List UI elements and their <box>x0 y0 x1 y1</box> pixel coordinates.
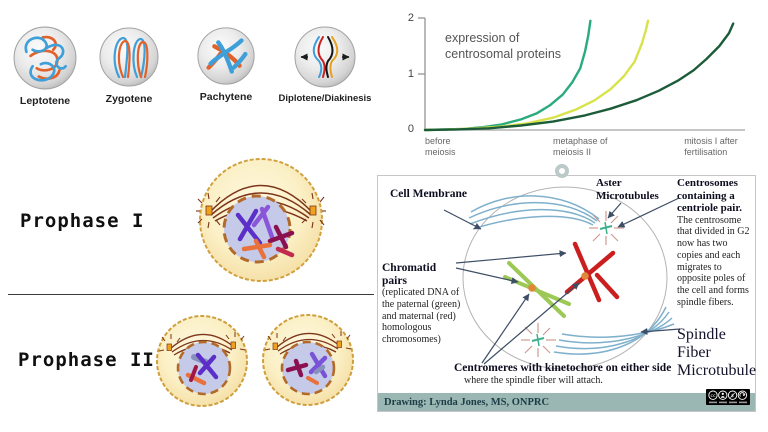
x-tick-labels: before meiosis metaphase of meiosis II m… <box>384 136 768 161</box>
svg-text:cc: cc <box>710 394 716 399</box>
chart-plot <box>418 17 745 132</box>
prophase-2-label: Prophase II <box>18 349 155 371</box>
stage-label: Pachytene <box>199 91 253 103</box>
svg-text:$: $ <box>731 393 734 399</box>
centrosomes-label: Centrosomes containing a centriole pair.… <box>677 177 750 309</box>
centrosome-icon <box>301 192 326 229</box>
spindle-fiber-arrow <box>640 328 681 335</box>
centrosome-icon <box>225 332 246 351</box>
centrosome-icon <box>196 192 221 229</box>
maternal-chromatid-pair <box>564 241 620 303</box>
x-tick-label: mitosis I after fertilisation <box>684 136 738 157</box>
chromatid-arrow-green <box>455 267 519 284</box>
spindle-microtubules-upper <box>468 195 600 230</box>
stage-zygotene: Zygotene <box>95 25 163 105</box>
cc-license-badge: cc $ <box>706 389 750 405</box>
stage-diplotene: Diplotene/Diakinesis <box>272 25 378 104</box>
centrosome-arrow <box>617 197 680 228</box>
nucleus <box>224 196 290 262</box>
nuclear-envelope <box>176 340 232 396</box>
centrosome-icon <box>158 334 181 352</box>
prophase-2-cell-left <box>156 315 248 407</box>
nuclear-envelope <box>280 340 336 396</box>
credit-text: Drawing: Lynda Jones, MS, ONPRC <box>384 396 550 408</box>
cc-icon <box>708 390 718 400</box>
nucleus <box>282 342 334 394</box>
annotation-arrows <box>443 197 681 365</box>
sa-icon <box>737 390 748 400</box>
prophase-2-cell-right <box>262 314 354 406</box>
centromere <box>581 272 589 280</box>
stage-label: Zygotene <box>105 93 153 105</box>
cell-membrane-label: Cell Membrane <box>390 188 467 200</box>
pachytene-sphere-icon <box>197 27 255 85</box>
centromere-arrow-green <box>481 293 530 364</box>
x-tick-label: metaphase of meiosis II <box>553 136 608 157</box>
y-tick-0: 0 <box>407 123 414 135</box>
diplotene-sphere-icon <box>294 26 356 88</box>
centrosome-aster-icon <box>589 211 624 245</box>
chromosomes <box>285 351 328 385</box>
section-divider <box>8 294 374 295</box>
chromatid-arrow-red <box>455 250 567 264</box>
spindle-microtubules-lower <box>553 306 675 355</box>
aster-microtubules-label: Aster Microtubules <box>596 177 659 202</box>
y-tick-2: 2 <box>407 12 414 24</box>
diagram-canvas <box>443 186 681 370</box>
nc-icon <box>727 390 738 400</box>
connector-ring-icon <box>555 164 569 178</box>
stage-label: Diplotene/Diakinesis <box>278 93 372 104</box>
by-icon <box>718 390 728 400</box>
cell-membrane-arrow <box>443 209 482 230</box>
chromatid-pairs-label: Chromatid pairs (replicated DNA of the p… <box>382 262 461 346</box>
chromosomes <box>185 352 219 386</box>
paternal-chromatid-pair <box>503 261 571 318</box>
prophase-labeled-diagram: Cell Membrane Aster Microtubules Centros… <box>377 164 757 412</box>
chart-title: expression of centrosomal proteins <box>445 31 562 61</box>
chart-curves <box>423 19 735 132</box>
prophase-1-label: Prophase I <box>20 210 145 232</box>
centromere <box>528 284 536 292</box>
chart-series-late <box>423 22 735 132</box>
stage-pachytene: Pachytene <box>192 25 260 103</box>
stage-leptotene: Leptotene <box>10 25 80 107</box>
stage-label: Leptotene <box>19 95 71 107</box>
centrosome-icon <box>331 331 352 350</box>
centrosomal-protein-chart: expression of centrosomal proteins 2 1 0… <box>384 0 768 170</box>
centrosome-aster-icon <box>521 323 556 357</box>
x-tick-label: before meiosis <box>425 136 456 157</box>
spindle-fiber-label: Spindle Fiber Microtubule <box>677 326 757 379</box>
y-tick-1: 1 <box>407 68 414 80</box>
credit-bar: Drawing: Lynda Jones, MS, ONPRC <box>378 393 755 411</box>
prophase-1-cell <box>196 158 326 282</box>
nuclear-envelope <box>222 194 292 264</box>
centrosome-icon <box>264 333 287 351</box>
centromeres-label: Centromeres with kinetochore on either s… <box>454 362 672 386</box>
zygotene-sphere-icon <box>99 27 159 87</box>
leptotene-sphere-icon <box>13 26 77 90</box>
chromosomes <box>235 204 295 260</box>
aster-arrow <box>607 202 622 219</box>
cell-membrane-outline <box>462 186 668 370</box>
centromere-arrow-red <box>483 282 580 365</box>
